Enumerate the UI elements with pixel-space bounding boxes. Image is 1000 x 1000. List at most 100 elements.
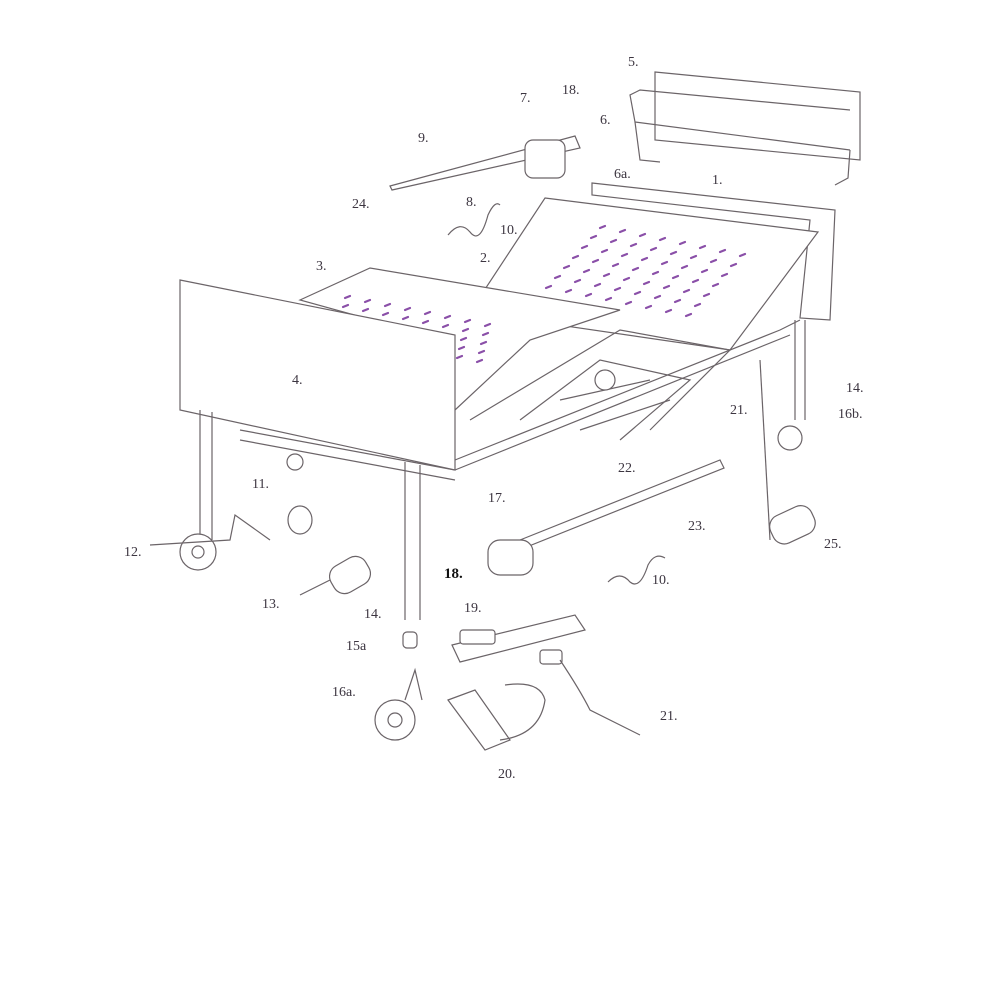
deck-slot bbox=[591, 258, 600, 264]
label-10-bottom: 10. bbox=[652, 573, 670, 588]
pendant-20 bbox=[447, 683, 546, 751]
label-18-bottom: 18. bbox=[444, 566, 463, 582]
deck-slot bbox=[573, 278, 582, 284]
label-9: 9. bbox=[418, 131, 429, 146]
deck-slot bbox=[459, 336, 468, 342]
deck-slot bbox=[658, 236, 667, 242]
deck-slot bbox=[383, 302, 392, 308]
deck-slot bbox=[589, 234, 598, 240]
label-23: 23. bbox=[688, 519, 706, 534]
label-14-right: 14. bbox=[846, 381, 864, 396]
control-box-19 bbox=[451, 614, 586, 663]
label-22: 22. bbox=[618, 461, 636, 476]
label-24: 24. bbox=[352, 197, 370, 212]
label-8: 8. bbox=[466, 195, 477, 210]
head-deck-slots bbox=[544, 224, 747, 318]
deck-slot bbox=[461, 327, 470, 333]
deck-slot bbox=[423, 310, 432, 316]
deck-slot bbox=[582, 268, 591, 274]
deck-slot bbox=[553, 274, 562, 280]
deck-slot bbox=[475, 358, 484, 364]
deck-slot bbox=[644, 304, 653, 310]
label-6a: 6a. bbox=[614, 167, 631, 182]
deck-slot bbox=[609, 238, 618, 244]
deck-slot bbox=[620, 252, 629, 258]
drive-shaft-upper bbox=[389, 135, 581, 191]
deck-slot bbox=[729, 262, 738, 268]
deck-slot bbox=[702, 292, 711, 298]
deck-slot bbox=[564, 288, 573, 294]
deck-slot bbox=[602, 272, 611, 278]
deck-slot bbox=[669, 250, 678, 256]
deck-slot bbox=[481, 331, 490, 337]
deck-slot bbox=[401, 315, 410, 321]
deck-slot bbox=[457, 345, 466, 351]
deck-slot bbox=[684, 312, 693, 318]
deck-slot bbox=[664, 308, 673, 314]
deck-slot bbox=[483, 322, 492, 328]
deck-slot bbox=[711, 282, 720, 288]
deck-slot bbox=[629, 242, 638, 248]
label-20: 20. bbox=[498, 767, 516, 782]
deck-slot bbox=[571, 254, 580, 260]
deck-slot bbox=[633, 290, 642, 296]
label-16b: 16b. bbox=[838, 407, 863, 422]
deck-slot bbox=[709, 258, 718, 264]
label-6: 6. bbox=[600, 113, 611, 128]
label-3: 3. bbox=[316, 259, 327, 274]
deck-slot bbox=[477, 349, 486, 355]
deck-slot bbox=[673, 298, 682, 304]
label-14-left: 14. bbox=[364, 607, 382, 622]
deck-slot bbox=[698, 244, 707, 250]
deck-slot bbox=[463, 318, 472, 324]
caster-12 bbox=[179, 533, 217, 571]
deck-slot bbox=[691, 278, 700, 284]
label-21-cord: 21. bbox=[660, 709, 678, 724]
motor-11 bbox=[286, 453, 313, 535]
cable-10 bbox=[447, 203, 666, 585]
deck-slot bbox=[479, 340, 488, 346]
deck-slot bbox=[443, 314, 452, 320]
deck-slot bbox=[584, 292, 593, 298]
deck-slot bbox=[638, 232, 647, 238]
deck-slot bbox=[381, 311, 390, 317]
motor-13 bbox=[299, 555, 372, 596]
deck-slot bbox=[651, 270, 660, 276]
label-25: 25. bbox=[824, 537, 842, 552]
label-1: 1. bbox=[712, 173, 723, 188]
deck-slot bbox=[678, 240, 687, 246]
label-2: 2. bbox=[480, 251, 491, 266]
deck-slot bbox=[689, 254, 698, 260]
label-12: 12. bbox=[124, 545, 142, 560]
label-11: 11. bbox=[252, 477, 269, 492]
deck-slot bbox=[604, 296, 613, 302]
deck-slot bbox=[653, 294, 662, 300]
headboard-panel bbox=[654, 71, 861, 161]
label-7: 7. bbox=[520, 91, 531, 106]
label-16a: 16a. bbox=[332, 685, 356, 700]
label-15a: 15a bbox=[346, 639, 367, 654]
deck-slot bbox=[680, 264, 689, 270]
head-end-board bbox=[591, 182, 836, 321]
deck-slot bbox=[613, 286, 622, 292]
deck-slot bbox=[718, 248, 727, 254]
part-labels: 5. 7. 18. 6. 9. 6a. 1. 8. 24. 10. 3. 2. … bbox=[124, 55, 864, 782]
deck-slot bbox=[662, 284, 671, 290]
deck-slot bbox=[720, 272, 729, 278]
footboard bbox=[179, 279, 456, 620]
deck-slot bbox=[421, 319, 430, 325]
deck-slot bbox=[618, 228, 627, 234]
label-13: 13. bbox=[262, 597, 280, 612]
deck-slot bbox=[580, 244, 589, 250]
deck-slot bbox=[642, 280, 651, 286]
deck-slot bbox=[593, 282, 602, 288]
deck-slot bbox=[682, 288, 691, 294]
deck-slot bbox=[631, 266, 640, 272]
drive-shaft-lower bbox=[487, 459, 725, 576]
deck-slot bbox=[361, 307, 370, 313]
deck-slot bbox=[403, 306, 412, 312]
motor-25 bbox=[769, 505, 816, 545]
deck-slot bbox=[693, 302, 702, 308]
deck-slot bbox=[341, 303, 350, 309]
